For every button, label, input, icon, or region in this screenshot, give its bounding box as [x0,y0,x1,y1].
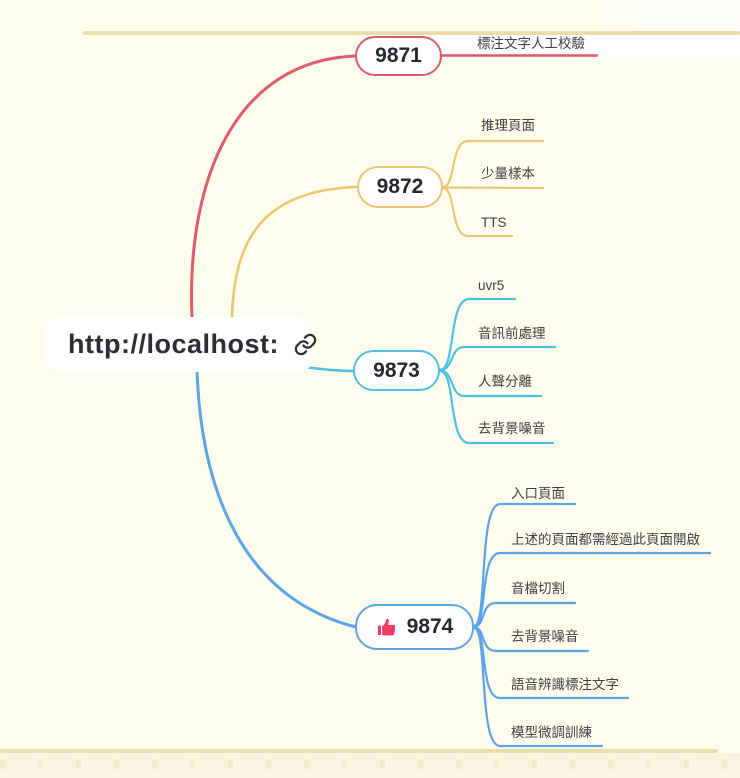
underline-9872-child3 [441,186,514,238]
branch-node-9873[interactable]: 9873 [353,350,440,391]
paper-bottom-band [0,753,740,778]
row1-highlight-band [350,34,740,57]
subtopic-label[interactable]: 人聲分離 [478,374,532,389]
branch-node-9872[interactable]: 9872 [357,166,443,208]
branch-node-label: 9871 [375,44,422,67]
underline-9873-child2 [438,345,557,372]
branch-node-label: 9874 [406,615,454,638]
underline-9873-child1 [438,297,517,372]
subtopic-label[interactable]: 標注文字人工校驗 [477,36,585,51]
subtopic-label[interactable]: uvr5 [478,278,505,293]
underline-9873-child4 [438,369,555,445]
underline-9872-child2 [441,186,545,190]
underline-9872-child1 [441,139,545,189]
curve-root-to-9872 [230,185,359,320]
top-right-highlight-band [585,0,740,31]
paper-top-edge-line [83,31,740,35]
paper-bottom-stitch-marks [0,759,740,769]
root-node[interactable]: http://localhost: [46,317,317,372]
paper-bottom-edge-line [0,749,718,753]
subtopic-label[interactable]: 推理頁面 [481,118,535,133]
subtopic-label[interactable]: 模型微調訓練 [511,725,592,740]
underline-9874-child6 [472,626,604,748]
branch-node-9871[interactable]: 9871 [355,36,442,76]
subtopic-label[interactable]: 語音辨識標注文字 [511,677,619,692]
thumbs-up-icon [376,616,399,639]
subtopic-label[interactable]: TTS [481,215,507,230]
subtopic-label[interactable]: 去背景噪音 [511,629,579,644]
subtopic-label[interactable]: 音檔切割 [511,581,565,596]
root-node-label: http://localhost: [68,329,279,359]
curve-root-to-9874 [195,368,358,629]
branch-node-9874[interactable]: 9874 [355,604,474,650]
subtopic-label[interactable]: 去背景噪音 [478,421,546,436]
underline-9874-child2 [472,551,712,628]
subtopic-label[interactable]: 上述的頁面都需經過此頁面開啟 [511,532,700,547]
underline-9874-child1 [472,502,577,628]
branch-node-label: 9873 [373,358,420,382]
subtopic-label[interactable]: 入口頁面 [511,486,565,501]
subtopic-label[interactable]: 少量樣本 [481,166,535,181]
subtopic-label[interactable]: 音訊前處理 [478,326,546,341]
branch-node-label: 9872 [376,175,424,198]
curve-root-to-9871 [190,54,358,320]
link-icon[interactable] [293,332,318,357]
underline-9874-child3 [472,601,577,628]
